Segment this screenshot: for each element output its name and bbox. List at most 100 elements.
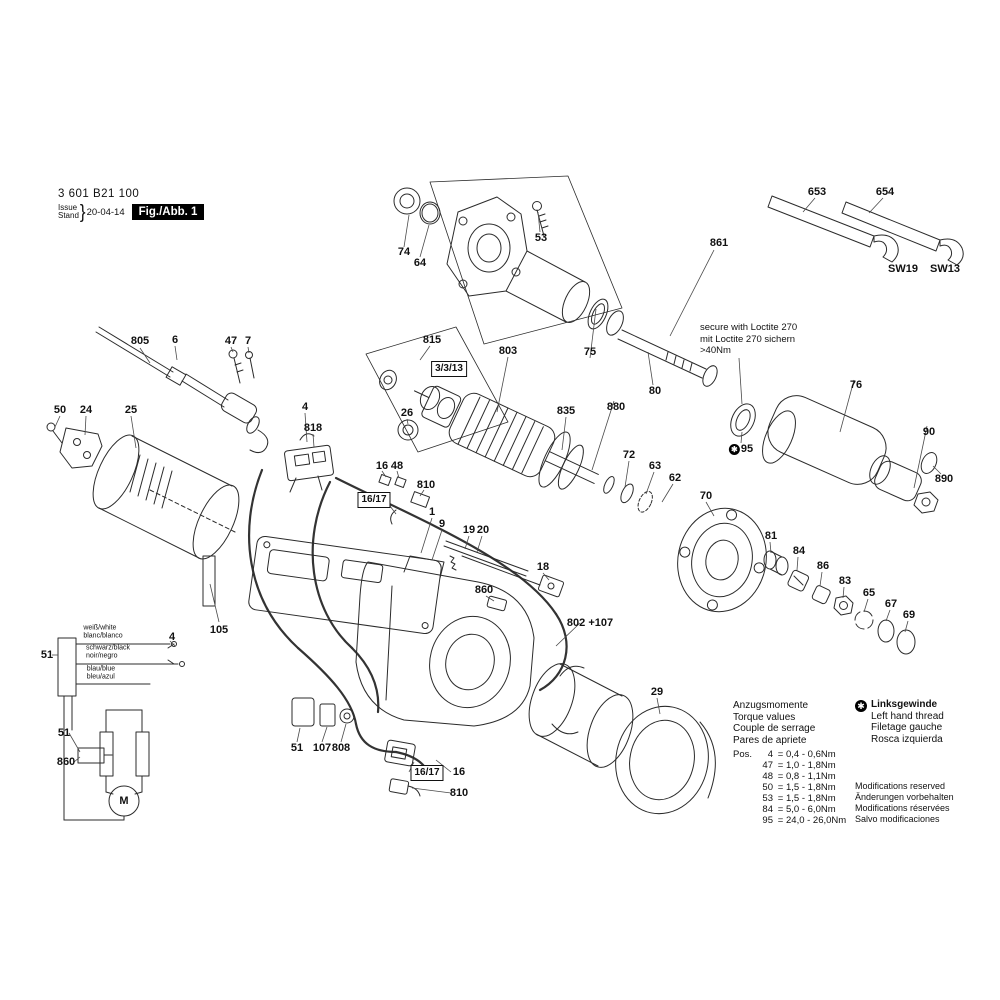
torque-equals: =: [777, 771, 784, 782]
part-callout: ✱818: [304, 422, 322, 434]
legend-line: Filetage gauche: [871, 722, 943, 733]
torque-row: 84 = 5,0 - 6,0Nm: [733, 804, 846, 815]
torque-pos-prefix: [733, 815, 757, 826]
torque-pos-prefix: [733, 760, 757, 771]
torque-pos-prefix: [733, 782, 757, 793]
torque-row: Pos. 4 = 0,4 - 0,6Nm: [733, 749, 846, 760]
part-number: SW13: [930, 263, 960, 275]
part-callout: ✱SW19: [888, 263, 918, 275]
part-number: SW19: [888, 263, 918, 275]
part-callout: ✱653: [808, 186, 826, 198]
part-number: 47: [224, 335, 238, 347]
part-number: 95: [740, 443, 754, 455]
part-callout: ✱26: [401, 407, 413, 419]
part-number: 25: [124, 404, 138, 416]
part-number: 80: [648, 385, 662, 397]
part-callout: ✱90: [923, 426, 935, 438]
part-callout: ✱48: [391, 460, 403, 472]
torque-equals: =: [777, 793, 784, 804]
part-number: 65: [862, 587, 876, 599]
brace-glyph: }: [79, 200, 86, 223]
torque-equals: =: [777, 804, 784, 815]
legend-line: Left hand thread: [871, 710, 944, 722]
part-number: 18: [536, 561, 550, 573]
part-callout: ✱84: [793, 545, 805, 557]
part-callout: ✱1: [429, 506, 435, 518]
part-number: 16/17: [361, 494, 387, 505]
modifications-line: Modifications reserved: [855, 781, 946, 791]
part-number: 19: [462, 524, 476, 536]
issue-date: 20-04-14: [86, 206, 125, 218]
part-callout: ✱47: [225, 335, 237, 347]
part-number: 62: [668, 472, 682, 484]
part-callout: ✱861: [710, 237, 728, 249]
torque-equals: =: [777, 782, 784, 793]
part-callout: ✱890: [935, 473, 953, 485]
legend-line: Linksgewinde: [871, 699, 938, 710]
torque-pos-prefix: [733, 804, 757, 815]
part-callout: ✱86: [817, 560, 829, 572]
part-callout: ✱80: [649, 385, 661, 397]
torque-pos: 53: [762, 793, 773, 804]
wire-color-label: schwarz/black noir/negro: [86, 644, 130, 660]
part-number: 810: [449, 787, 469, 799]
torque-row: 48 = 0,8 - 1,1Nm: [733, 771, 846, 782]
part-callout: ✱3/3/13: [431, 361, 467, 377]
part-number: 815: [422, 334, 442, 346]
part-number: 1: [428, 506, 436, 518]
part-callout: ✱4: [169, 631, 175, 643]
part-callout: ✱74: [398, 246, 410, 258]
part-number: 7: [244, 335, 252, 347]
part-callout: ✱29: [651, 686, 663, 698]
part-callout: ✱16/17: [357, 492, 391, 508]
part-callout: ✱7: [245, 335, 251, 347]
part-number: 654: [875, 186, 895, 198]
part-number: 16: [452, 766, 466, 778]
part-number: 90: [922, 426, 936, 438]
part-callout: ✱20: [477, 524, 489, 536]
part-callout: ✱19: [463, 524, 475, 536]
motor-symbol-label: M: [119, 795, 129, 807]
part-callout: ✱SW13: [930, 263, 960, 275]
part-number: 72: [622, 449, 636, 461]
part-number: 64: [413, 257, 427, 269]
torque-value: 0,4 - 0,6Nm: [786, 749, 836, 760]
torque-value: 5,0 - 6,0Nm: [786, 804, 836, 815]
part-callout: ✱835: [557, 405, 575, 417]
part-number: 86: [816, 560, 830, 572]
part-callout: ✱654: [876, 186, 894, 198]
part-number: 70: [699, 490, 713, 502]
part-callout: ✱802 +107: [567, 617, 613, 629]
figure-label: Fig./Abb. 1: [131, 204, 205, 220]
part-number: 26: [400, 407, 414, 419]
part-callout: ✱107: [313, 742, 331, 754]
torque-value: 1,5 - 1,8Nm: [786, 793, 836, 804]
torque-pos: 48: [762, 771, 773, 782]
part-callout: ✱62: [669, 472, 681, 484]
torque-pos: 47: [762, 760, 773, 771]
torque-row: 47 = 1,0 - 1,8Nm: [733, 760, 846, 771]
torque-equals: =: [777, 815, 784, 826]
torque-title-line: Couple de serrage: [733, 723, 816, 734]
part-number: 4: [301, 401, 309, 413]
part-number: 802 +107: [566, 617, 614, 629]
torque-pos: 84: [762, 804, 773, 815]
loctite-note: secure with Loctite 270 mit Loctite 270 …: [700, 322, 798, 356]
part-callout: ✱9: [439, 518, 445, 530]
part-callout: ✱81: [765, 530, 777, 542]
part-number: 51: [290, 742, 304, 754]
part-number: 880: [606, 401, 626, 413]
part-callout: ✱51: [291, 742, 303, 754]
part-callout: ✱810: [450, 787, 468, 799]
part-number: 16/17: [414, 767, 440, 778]
part-number: 29: [650, 686, 664, 698]
part-number: 20: [476, 524, 490, 536]
part-callout: ✱6: [172, 334, 178, 346]
modifications-line: Modifications réservées: [855, 803, 950, 813]
part-number: 69: [902, 609, 916, 621]
